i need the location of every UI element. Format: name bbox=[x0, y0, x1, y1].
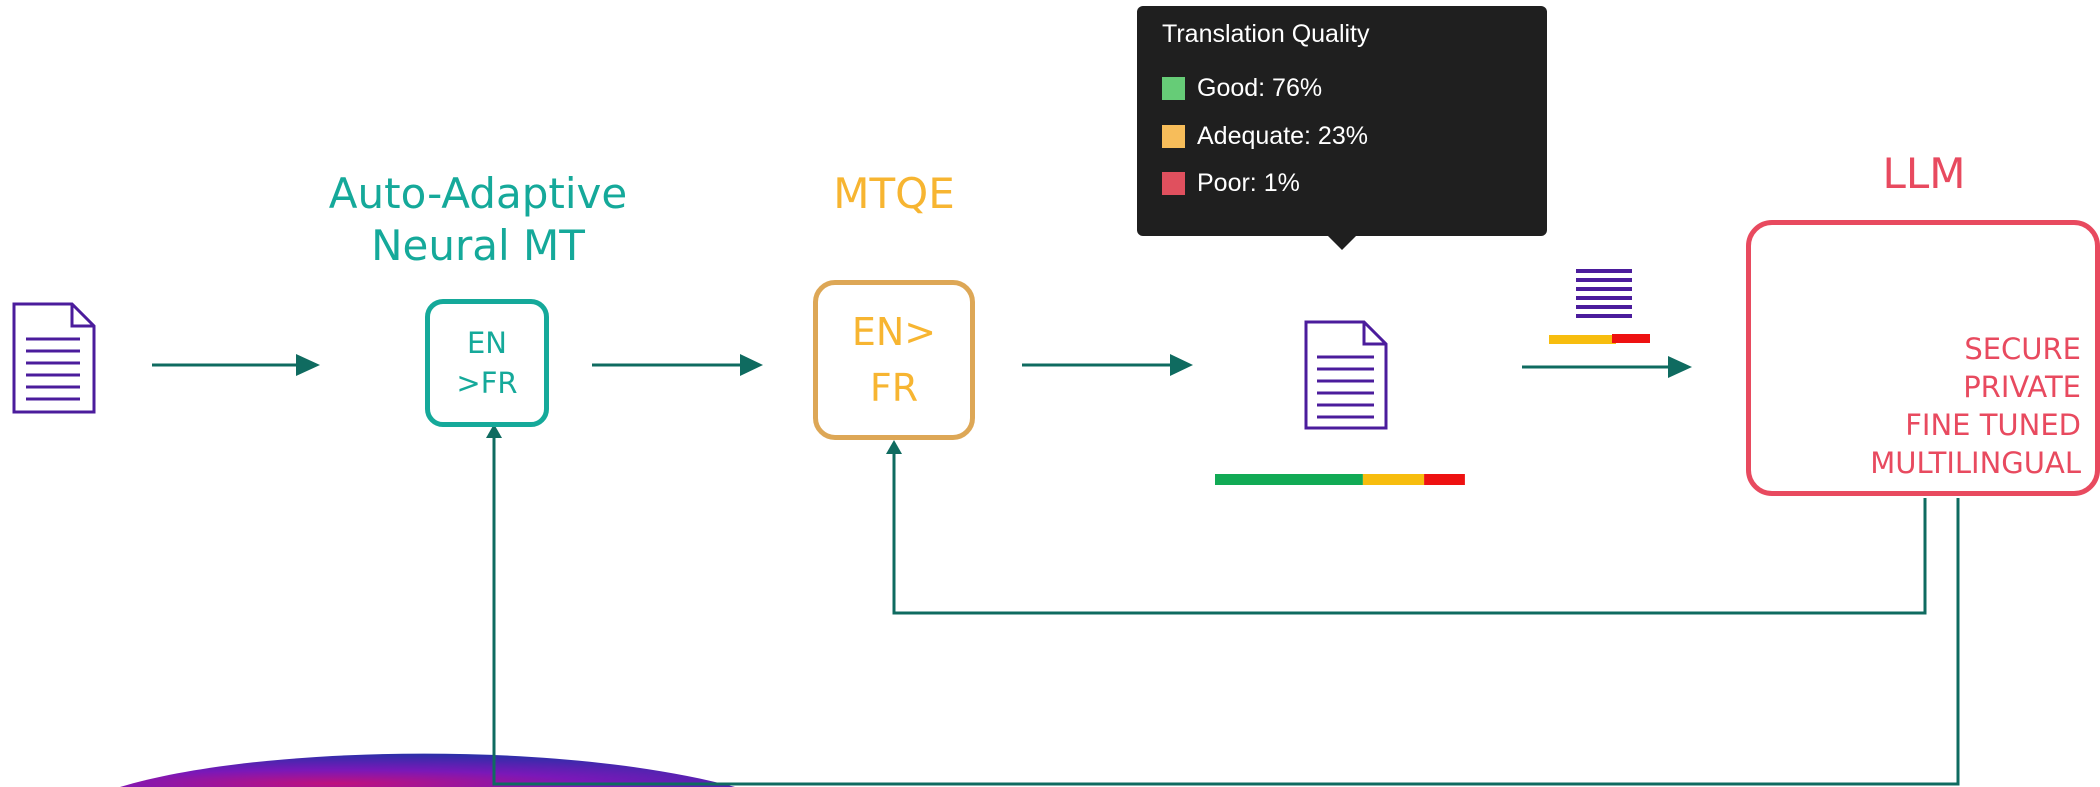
mtqe-box-line2: FR bbox=[869, 366, 919, 410]
neural-mt-title-line1: Auto-Adaptive bbox=[328, 169, 628, 218]
llm-title: LLM bbox=[1882, 149, 1966, 198]
tooltip-title: Translation Quality bbox=[1162, 20, 1370, 48]
swatch-poor bbox=[1162, 172, 1185, 195]
feedback-arrowhead-mtqe bbox=[886, 440, 902, 454]
tooltip-item-adequate: Adequate: 23% bbox=[1162, 122, 1368, 151]
mini-quality-bar bbox=[1549, 334, 1650, 344]
translation-quality-tooltip: Translation Quality Good: 76% Adequate: … bbox=[1137, 6, 1547, 236]
quality-bar-poor bbox=[1424, 474, 1465, 485]
decorative-gradient-blob bbox=[120, 753, 735, 787]
tooltip-item-good: Good: 76% bbox=[1162, 74, 1322, 103]
tooltip-item-adequate-label: Adequate: 23% bbox=[1197, 122, 1368, 150]
tooltip-item-good-label: Good: 76% bbox=[1197, 74, 1323, 102]
flow-arrows bbox=[152, 354, 1692, 378]
mtqe-box-line1: EN> bbox=[851, 310, 937, 354]
tooltip-caret bbox=[1328, 236, 1356, 250]
llm-feature-multilingual: MULTILINGUAL bbox=[1870, 446, 2081, 480]
llm-box[interactable]: SECURE PRIVATE FINE TUNED MULTILINGUAL bbox=[1746, 220, 2100, 496]
mtqe-box[interactable]: EN> FR bbox=[813, 280, 975, 440]
quality-bar bbox=[1215, 474, 1465, 485]
feedback-arrowhead-neural-mt bbox=[486, 424, 502, 438]
swatch-good bbox=[1162, 77, 1185, 100]
stacked-lines-icon bbox=[1576, 269, 1632, 318]
neural-mt-title: Auto-Adaptive Neural MT bbox=[318, 168, 638, 272]
llm-feature-fine-tuned: FINE TUNED bbox=[1905, 408, 2081, 442]
neural-mt-box-line1: EN bbox=[466, 326, 508, 360]
tooltip-item-poor: Poor: 1% bbox=[1162, 169, 1300, 198]
neural-mt-title-line2: Neural MT bbox=[371, 221, 585, 270]
swatch-adequate bbox=[1162, 125, 1185, 148]
neural-mt-box-line2: >FR bbox=[456, 366, 518, 400]
document-icon-source bbox=[12, 302, 96, 414]
quality-bar-adequate bbox=[1362, 474, 1425, 485]
llm-feature-secure: SECURE bbox=[1964, 332, 2081, 366]
mtqe-title: MTQE bbox=[833, 169, 955, 218]
quality-bar-good bbox=[1215, 474, 1363, 485]
document-icon-translated bbox=[1304, 320, 1388, 430]
llm-feature-private: PRIVATE bbox=[1963, 370, 2081, 404]
feedback-loops bbox=[492, 436, 1960, 786]
neural-mt-box[interactable]: EN >FR bbox=[425, 299, 549, 427]
tooltip-item-poor-label: Poor: 1% bbox=[1197, 169, 1300, 197]
